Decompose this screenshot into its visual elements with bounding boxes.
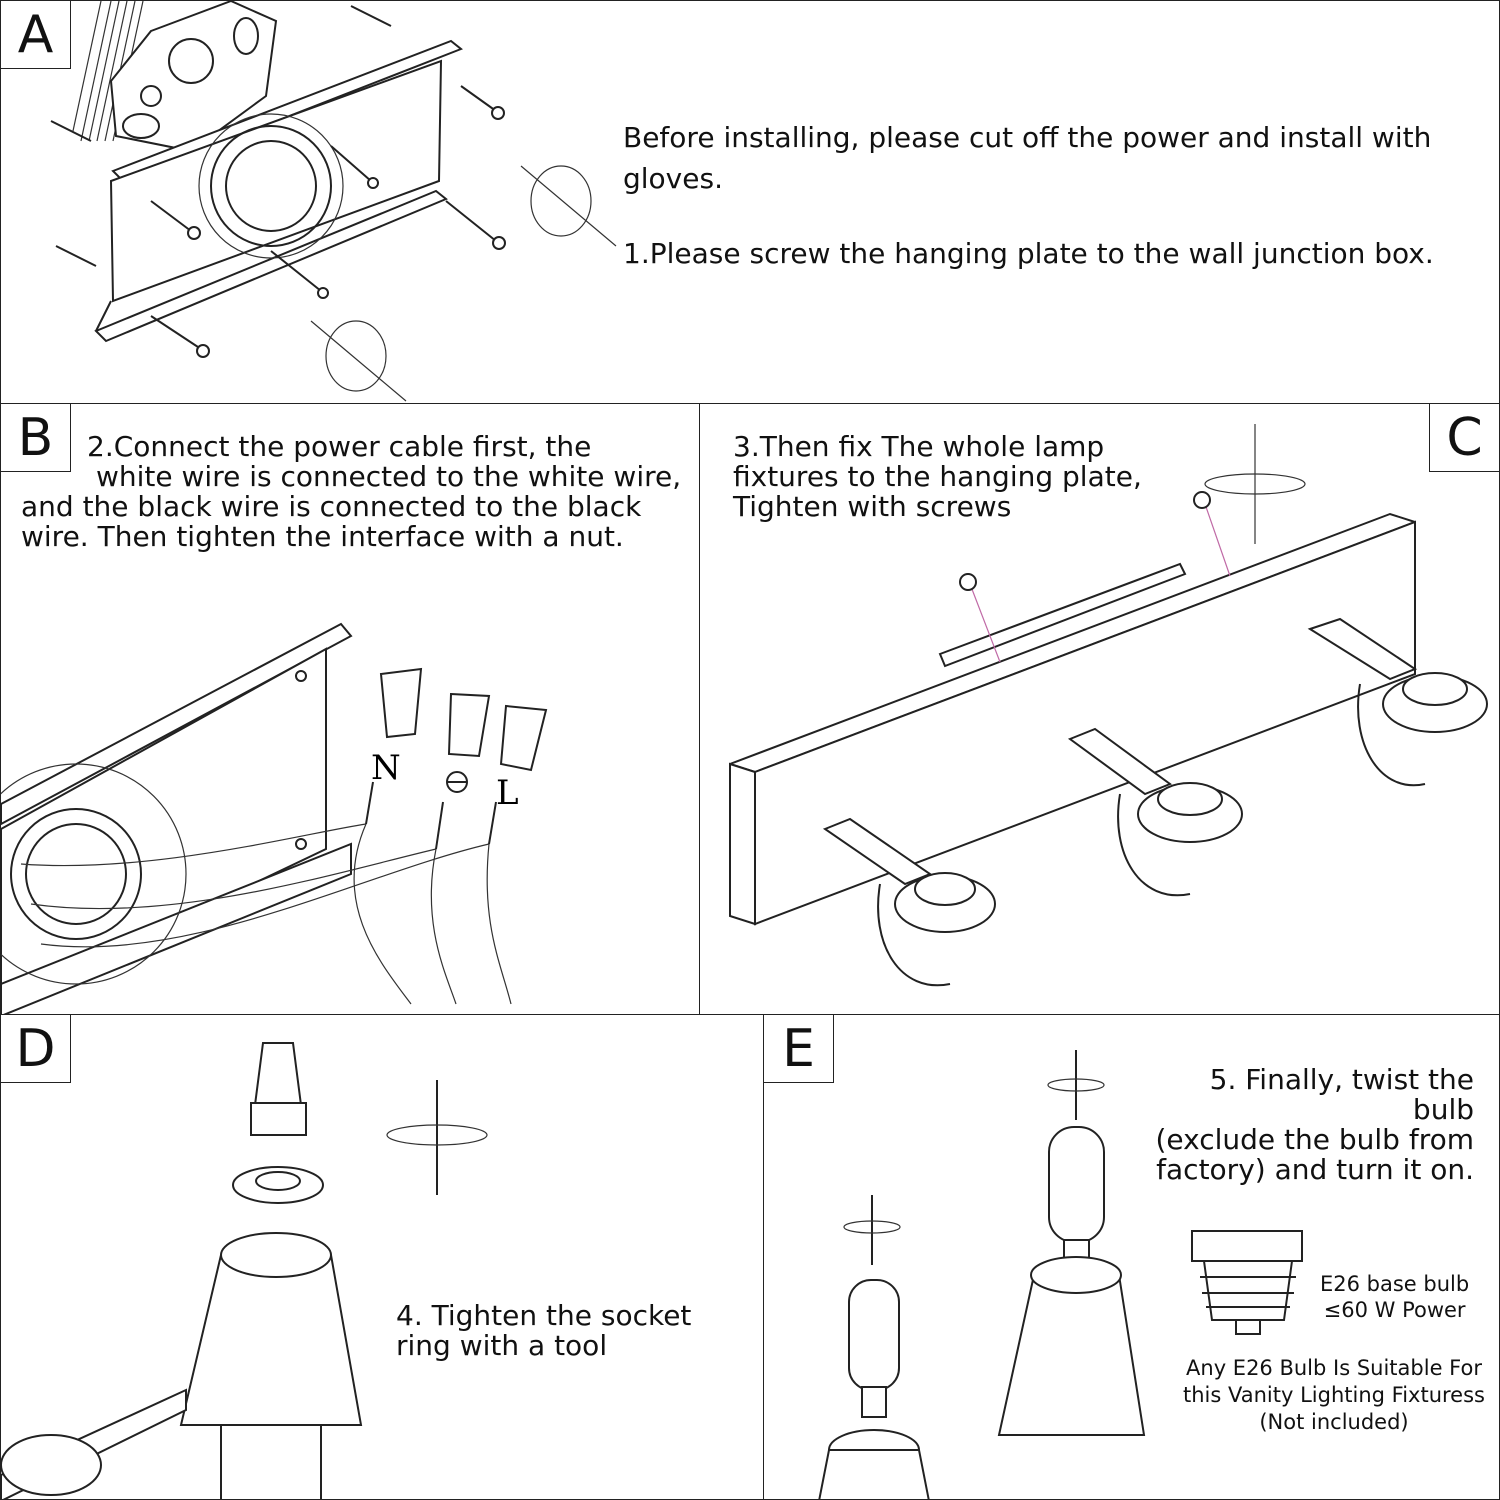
panel-b-illustration: N L bbox=[1, 404, 700, 1014]
panel-d: D 4. Tighten the socket ring with a tool bbox=[0, 1014, 764, 1500]
bulb-spec: E26 base bulb ≤60 W Power bbox=[1320, 1272, 1470, 1322]
neutral-label: N bbox=[371, 748, 401, 788]
panel-c-text: 3.Then fix The whole lamp fixtures to th… bbox=[733, 430, 1142, 523]
panel-a-step: 1.Please screw the hanging plate to the … bbox=[623, 237, 1434, 270]
panel-d-badge: D bbox=[1, 1015, 71, 1083]
panel-d-text: 4. Tighten the socket ring with a tool bbox=[396, 1299, 692, 1362]
live-label: L bbox=[496, 773, 519, 813]
panel-e-text: 5. Finally, twist the bulb (exclude the … bbox=[1155, 1063, 1474, 1186]
panel-b-line-3: and the black wire is connected to the b… bbox=[21, 490, 642, 523]
panel-c-badge: C bbox=[1429, 404, 1499, 472]
panel-d-illustration bbox=[1, 1015, 764, 1499]
panel-a-illustration bbox=[1, 1, 621, 404]
bulb-note: Any E26 Bulb Is Suitable For this Vanity… bbox=[1183, 1356, 1485, 1434]
panel-e: E 5. Finally, twist the bulb (exclude th… bbox=[763, 1014, 1500, 1500]
panel-a: A bbox=[0, 0, 1500, 404]
panel-a-intro: Before installing, please cut off the po… bbox=[623, 121, 1432, 195]
panel-c: C 3.Then fix The whole lamp fixtures to … bbox=[699, 403, 1500, 1015]
panel-b: B 2.Connect the power cable first, the w… bbox=[0, 403, 700, 1015]
panel-b-line-2: white wire is connected to the white wir… bbox=[96, 460, 682, 493]
panel-a-badge: A bbox=[1, 1, 71, 69]
panel-e-badge: E bbox=[764, 1015, 834, 1083]
panel-b-line-4: wire. Then tighten the interface with a … bbox=[21, 520, 624, 553]
panel-e-illustration bbox=[764, 1015, 1500, 1499]
panel-b-badge: B bbox=[1, 404, 71, 472]
panel-c-illustration bbox=[700, 404, 1500, 1015]
panel-b-line-1: 2.Connect the power cable first, the bbox=[87, 430, 592, 463]
